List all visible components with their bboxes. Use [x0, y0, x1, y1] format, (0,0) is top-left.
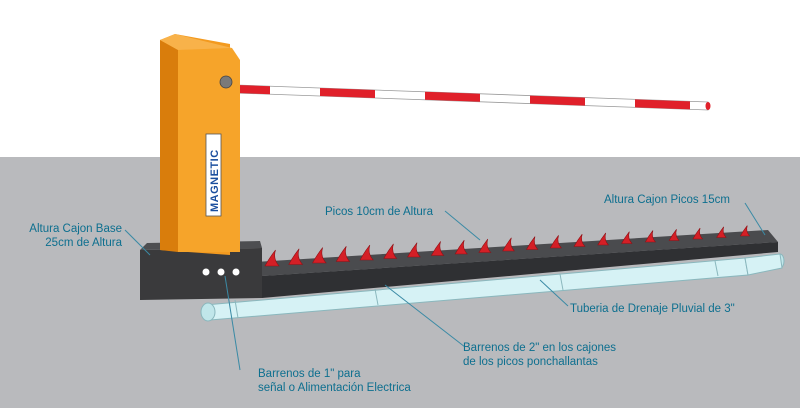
label-holes-2in-line2: de los picos ponchallantas	[463, 356, 598, 368]
label-holes-1in-line2: señal o Alimentación Electrica	[258, 382, 411, 394]
spike	[454, 240, 468, 255]
leader-holes-1in	[224, 275, 241, 371]
spike	[264, 249, 280, 267]
drain-pipe	[200, 253, 785, 322]
spike	[407, 242, 421, 258]
leader-base-height	[124, 229, 151, 256]
spike	[502, 237, 515, 252]
spike	[430, 241, 445, 256]
brand-logo: MAGNETIC	[209, 149, 221, 212]
spike	[383, 243, 398, 259]
spike	[526, 236, 539, 250]
spike	[335, 246, 351, 262]
spike	[716, 226, 727, 238]
spike	[597, 232, 610, 246]
leader-spikes	[444, 210, 481, 241]
spike	[478, 238, 492, 253]
spike	[621, 231, 633, 244]
leader-holes-2in	[384, 284, 466, 348]
spike-row	[264, 225, 751, 267]
leader-spike-box	[744, 202, 766, 236]
label-drain-pipe: Tuberia de Drenaje Pluvial de 3"	[570, 303, 735, 315]
spike	[359, 244, 374, 261]
barrier-arm	[235, 84, 711, 111]
label-base-height-line2: 25cm de Altura	[45, 237, 122, 249]
spike	[312, 247, 327, 264]
label-base-height: Altura Cajon Base 25cm de Altura	[6, 222, 122, 250]
label-holes-2in-line1: Barrenos de 2" en los cajones	[463, 342, 617, 354]
spike	[692, 227, 704, 240]
spike	[644, 230, 657, 243]
barrier-housing	[160, 34, 240, 255]
leader-lines	[124, 202, 766, 371]
spike	[549, 235, 562, 249]
spike	[739, 225, 751, 237]
cable-holes	[202, 268, 240, 276]
spike	[288, 248, 304, 265]
label-holes-1in-line1: Barrenos de 1" para	[258, 368, 361, 380]
label-spike-box-height: Altura Cajon Picos 15cm	[604, 194, 730, 206]
spike	[573, 233, 586, 247]
label-spikes-height: Picos 10cm de Altura	[325, 206, 434, 218]
leader-drain-pipe	[539, 279, 569, 307]
label-base-height-line1: Altura Cajon Base	[29, 223, 122, 235]
label-holes-1in: Barrenos de 1" para señal o Alimentación…	[258, 367, 411, 395]
sky	[0, 0, 800, 157]
spike	[668, 229, 680, 241]
label-holes-2in: Barrenos de 2" en los cajones de los pic…	[463, 341, 616, 369]
